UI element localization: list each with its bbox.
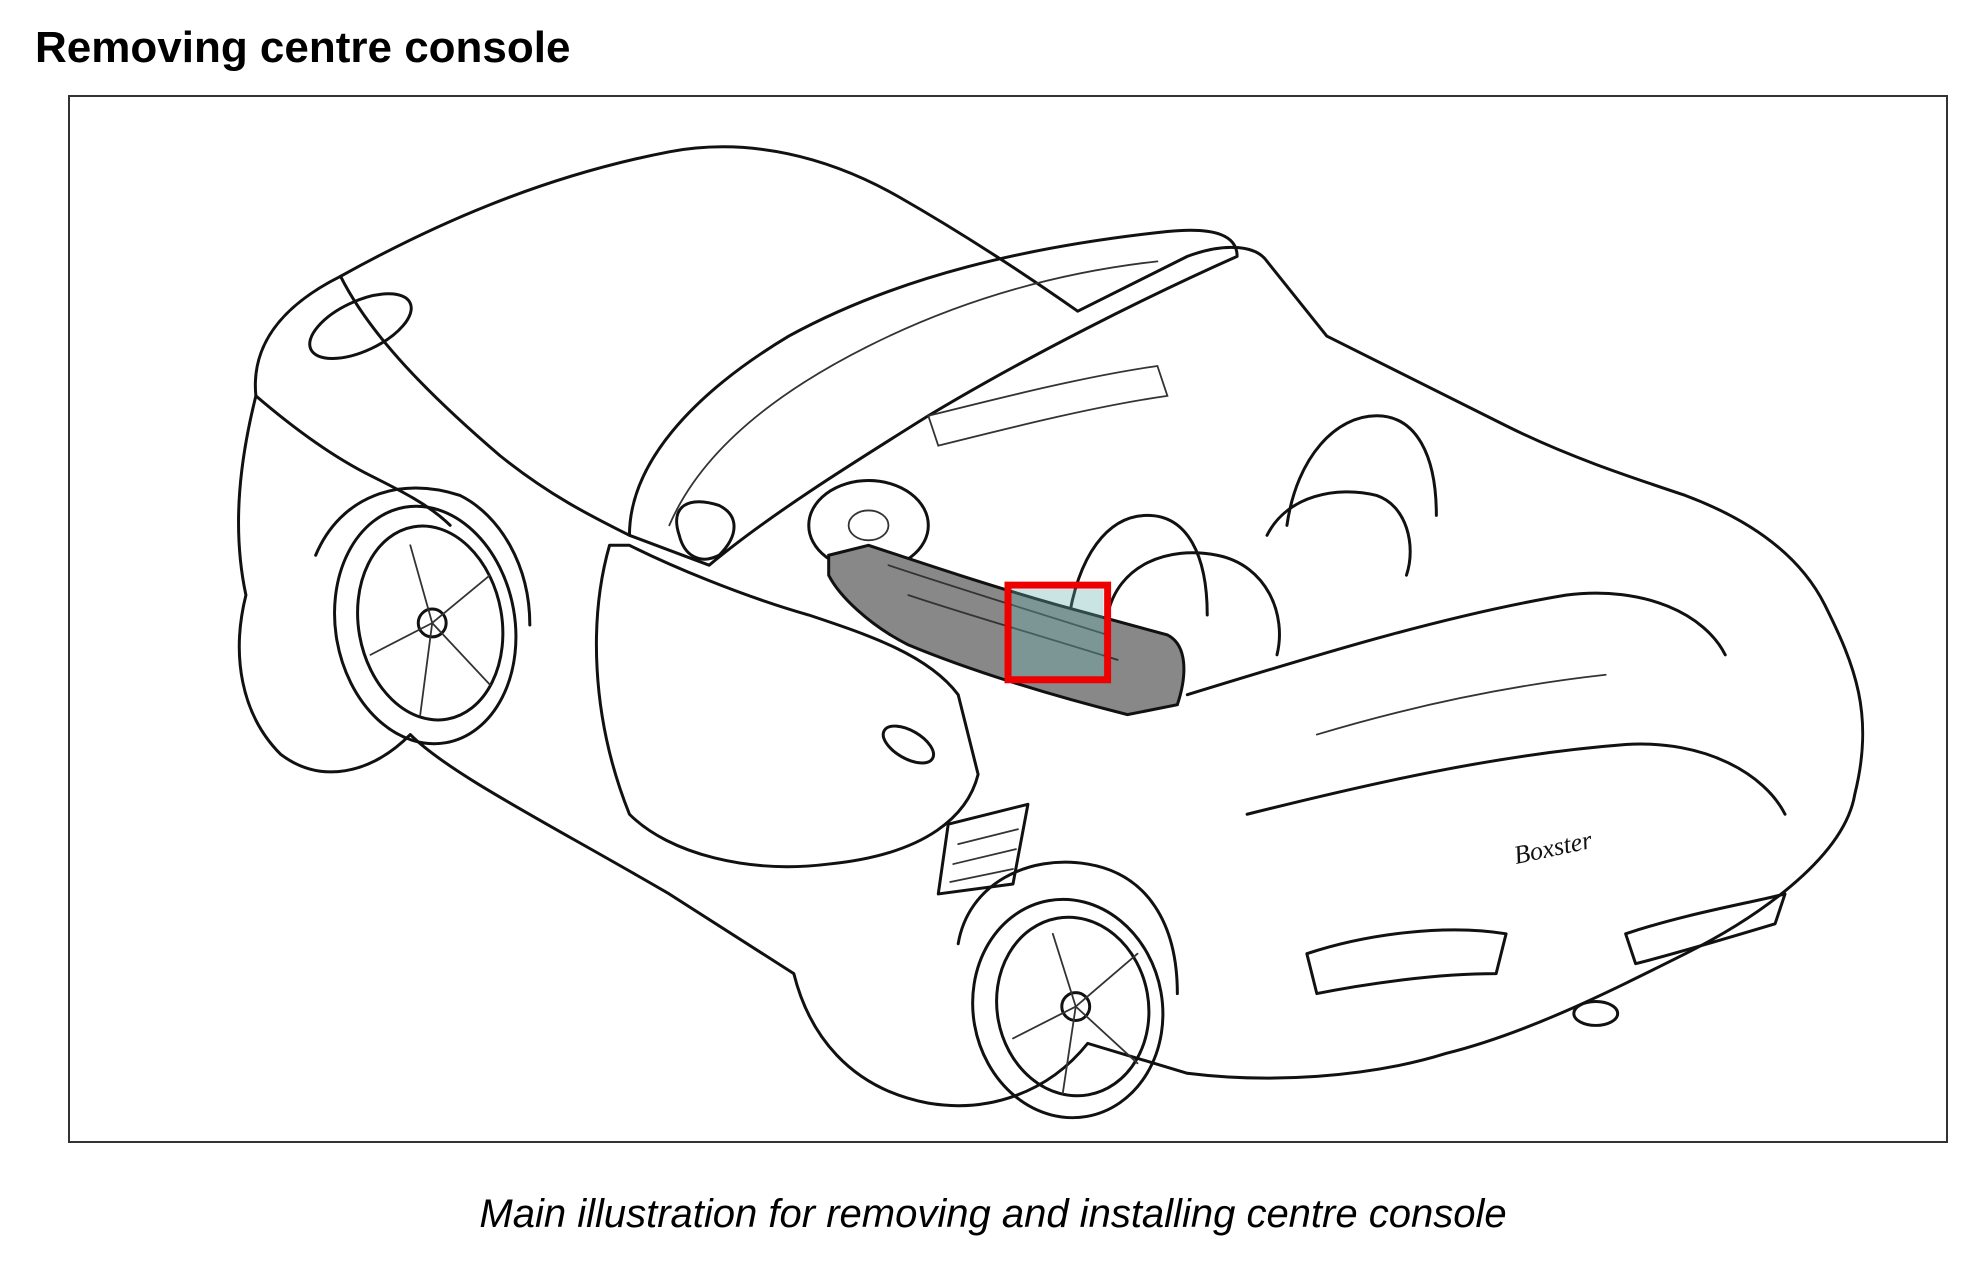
rear-wheel [956, 860, 1179, 1120]
seat-right [1265, 490, 1412, 577]
side-air-intake [936, 802, 1030, 896]
dashboard [927, 364, 1169, 447]
rear-deck-lid [1315, 673, 1607, 736]
front-wheel [314, 486, 532, 746]
door-outline [594, 543, 980, 869]
figure-caption: Main illustration for removing and insta… [479, 1192, 1507, 1236]
rear-deck [1185, 591, 1727, 697]
windshield-inner [668, 260, 1159, 527]
page-title: Removing centre console [35, 23, 571, 72]
car-illustration: Boxster [237, 145, 1865, 1120]
exhaust [1572, 1000, 1620, 1027]
car-body-outline [237, 145, 1865, 1108]
rear-badge-script: Boxster [1511, 825, 1595, 870]
side-mirror [675, 500, 736, 561]
roll-bar-left [1285, 414, 1438, 527]
rear-fender-arch [956, 860, 1179, 996]
door-handle [881, 724, 936, 765]
front-hood [339, 274, 631, 537]
rear-trunk-line [1245, 742, 1787, 816]
seat-left [1106, 551, 1281, 657]
illustration-frame: Boxster [68, 95, 1948, 1143]
rear-light-left [1305, 928, 1508, 996]
roll-bar-right [1066, 513, 1209, 627]
front-headlight [308, 292, 413, 360]
front-fender-arch [314, 486, 532, 627]
rear-light-right [1624, 892, 1787, 966]
highlight-box [1004, 581, 1112, 684]
windshield-frame [627, 228, 1239, 567]
